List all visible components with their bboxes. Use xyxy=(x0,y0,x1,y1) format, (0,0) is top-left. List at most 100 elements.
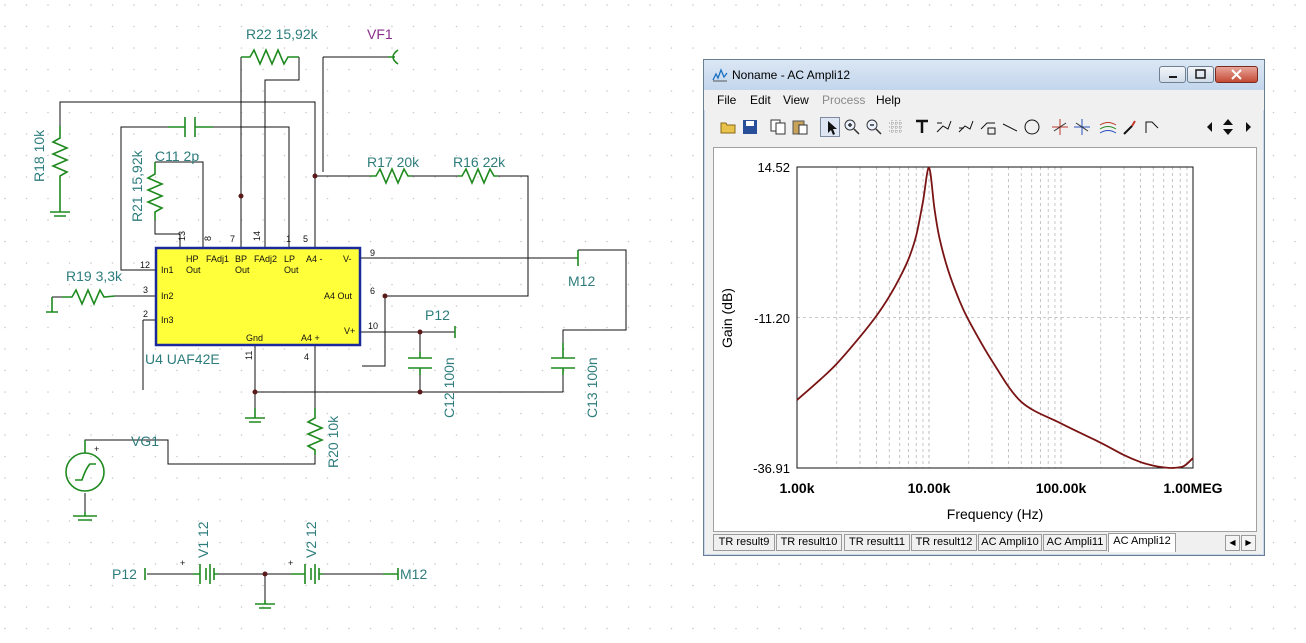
gain-chart[interactable]: 14.52 -11.20 -36.91 1.00k 10.00k 100.00k… xyxy=(714,148,1258,533)
svg-text:11: 11 xyxy=(244,351,254,360)
paste-button[interactable] xyxy=(790,117,810,137)
pin-lp: LP xyxy=(284,254,295,264)
tab-tr-result10[interactable]: TR result10 xyxy=(776,534,842,551)
copy-button[interactable] xyxy=(768,117,788,137)
title-bar[interactable]: Noname - AC Ampli12 xyxy=(704,60,1264,90)
m12-node-label: M12 xyxy=(568,273,595,289)
menu-bar: File Edit View Process Help xyxy=(704,90,1264,110)
line-icon xyxy=(1002,123,1018,132)
close-button[interactable] xyxy=(1215,66,1258,83)
cursor-a-icon xyxy=(1052,119,1068,135)
pin-fadj1: FAdj1 xyxy=(206,254,229,264)
maximize-icon xyxy=(1195,69,1206,79)
marker-a-button[interactable] xyxy=(934,117,954,137)
scroll-left-button[interactable] xyxy=(1200,117,1220,137)
probe-button[interactable] xyxy=(1120,117,1140,137)
marker-a-icon xyxy=(936,120,952,133)
tab-tr-result11[interactable]: TR result11 xyxy=(844,534,910,551)
r22-symbol xyxy=(241,47,299,67)
v2-label: V2 12 xyxy=(303,521,319,558)
pin-in1: In1 xyxy=(161,265,174,275)
ellipse-button[interactable] xyxy=(1022,117,1042,137)
p12-node-label: P12 xyxy=(425,307,450,323)
x-tick-label: 10.00k xyxy=(908,480,951,496)
grid-button[interactable] xyxy=(886,117,906,137)
ground-symbols xyxy=(46,190,275,609)
marker-b-button[interactable] xyxy=(956,117,976,137)
save-button[interactable] xyxy=(740,117,760,137)
gain-curve xyxy=(796,166,1194,469)
component-labels: R22 15,92k VF1 R18 10k R21 15,92k C11 2p… xyxy=(31,26,600,582)
zoom-out-button[interactable] xyxy=(864,117,884,137)
tab-scroll-left[interactable]: ◀ xyxy=(1225,535,1240,551)
svg-text:8: 8 xyxy=(203,236,213,241)
capacitors xyxy=(168,117,575,375)
pin-bp: BP xyxy=(235,254,247,264)
pin-hp: HP xyxy=(186,254,199,264)
save-icon xyxy=(743,120,757,134)
ellipse-icon xyxy=(1024,119,1040,135)
r19-label: R19 3,3k xyxy=(66,268,123,284)
menu-help[interactable]: Help xyxy=(876,93,901,107)
r20-symbol xyxy=(305,408,325,455)
svg-text:12: 12 xyxy=(140,260,150,270)
svg-text:14: 14 xyxy=(252,231,262,241)
pin-fadj2: FAdj2 xyxy=(254,254,277,264)
pointer-button[interactable] xyxy=(820,117,840,137)
step-button[interactable] xyxy=(1142,117,1162,137)
zoom-in-button[interactable] xyxy=(842,117,862,137)
open-button[interactable] xyxy=(718,117,738,137)
menu-file[interactable]: File xyxy=(717,93,737,107)
scroll-right-icon xyxy=(1246,122,1251,132)
paste-icon xyxy=(792,120,808,135)
minimize-button[interactable] xyxy=(1159,66,1186,83)
svg-text:4: 4 xyxy=(304,352,309,362)
pin-a4-out: A4 Out xyxy=(324,291,353,301)
zoom-in-icon xyxy=(844,119,860,135)
resistors xyxy=(50,47,498,455)
text-button[interactable] xyxy=(912,117,932,137)
line-button[interactable] xyxy=(1000,117,1020,137)
tab-ac-ampli11[interactable]: AC Ampli11 xyxy=(1043,534,1107,551)
cursor-b-button[interactable] xyxy=(1072,117,1092,137)
vg1-symbol xyxy=(65,440,105,492)
r17-symbol xyxy=(370,166,412,186)
maximize-button[interactable] xyxy=(1187,66,1214,83)
menu-view[interactable]: View xyxy=(783,93,809,107)
marker-c-button[interactable] xyxy=(978,117,998,137)
plot-area[interactable]: 14.52 -11.20 -36.91 1.00k 10.00k 100.00k… xyxy=(713,147,1257,532)
tab-tr-result12[interactable]: TR result12 xyxy=(911,534,977,551)
pin-gnd: Gnd xyxy=(246,333,263,343)
r21-label: R21 15,92k xyxy=(129,149,145,222)
svg-text:1: 1 xyxy=(286,234,291,244)
menu-edit[interactable]: Edit xyxy=(750,93,771,107)
svg-text:7: 7 xyxy=(230,234,235,244)
cursor-a-button[interactable] xyxy=(1050,117,1070,137)
tab-tr-result9[interactable]: TR result9 xyxy=(713,534,775,551)
svg-text:9: 9 xyxy=(370,248,375,258)
close-icon xyxy=(1231,69,1242,80)
x-tick-label: 1.00MEG xyxy=(1163,480,1222,496)
scroll-updown-button[interactable] xyxy=(1218,117,1238,137)
svg-text:6: 6 xyxy=(370,286,375,296)
menu-process[interactable]: Process xyxy=(822,93,866,107)
ac-analysis-window[interactable]: Noname - AC Ampli12 File Edit View Proce… xyxy=(703,59,1265,556)
r16-label: R16 22k xyxy=(453,154,506,170)
u4-ic-body[interactable] xyxy=(154,246,362,347)
pointer-icon xyxy=(828,121,837,135)
vf1-label: VF1 xyxy=(367,26,393,42)
tab-ac-ampli10[interactable]: AC Ampli10 xyxy=(978,534,1042,551)
copy-icon xyxy=(770,119,786,135)
batteries xyxy=(144,250,579,584)
probe-icon xyxy=(1123,120,1136,135)
grid xyxy=(796,167,1194,468)
cursor-b-icon xyxy=(1074,119,1090,135)
series-button[interactable] xyxy=(1098,117,1118,137)
scroll-left-arrow-icon: ◀ xyxy=(1229,538,1236,547)
r17-label: R17 20k xyxy=(367,154,420,170)
pin-in3: In3 xyxy=(161,315,174,325)
scroll-right-button[interactable] xyxy=(1238,117,1258,137)
result-tabs: TR result9 TR result10 TR result11 TR re… xyxy=(713,532,1257,554)
tab-scroll-right[interactable]: ▶ xyxy=(1241,535,1256,551)
tab-ac-ampli12[interactable]: AC Ampli12 xyxy=(1108,533,1176,552)
